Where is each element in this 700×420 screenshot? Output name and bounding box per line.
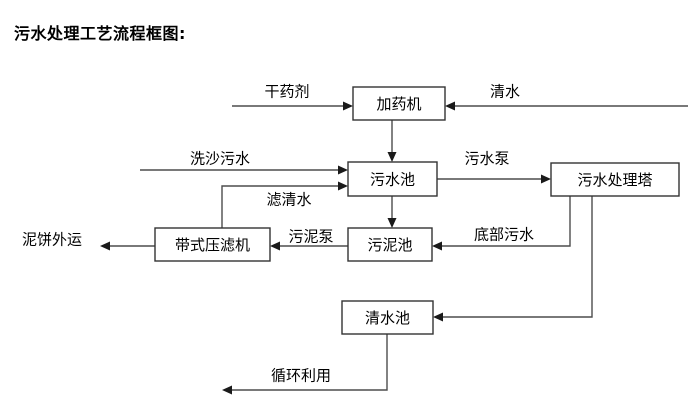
terminal-label-dry-agent: 干药剂 [264,83,309,101]
edge-belt-filter-press-to-mud-cake-out [100,241,155,251]
node-label-sewage-treatment-tower: 污水处理塔 [577,171,652,189]
edge-label-sludge-pump: 污泥泵 [288,228,333,246]
edge-treatment-tower-to-clean-water-pool [433,196,593,322]
edge-label-filtered-water: 滤清水 [266,191,311,209]
edge-sand-wash-sewage-to-sewage-pool [140,165,348,175]
edge-label-bottom-sewage: 底部污水 [474,226,534,244]
edge-sludge-pool-to-belt-filter-press [270,241,348,251]
node-label-sewage-pool: 污水池 [370,171,415,189]
edge-sewage-pool-to-sludge-pool [387,196,397,228]
edge-dry-agent-to-dosing-machine [232,101,353,111]
edge-filtered-water-to-sewage-pool [221,181,348,228]
node-clean-water-pool[interactable]: 清水池 [341,300,434,335]
terminal-label-mud-cake-out: 泥饼外运 [22,231,82,249]
page-title: 污水处理工艺流程框图: [14,24,186,43]
node-dosing-machine[interactable]: 加药机 [352,86,446,121]
node-sludge-pool[interactable]: 污泥池 [347,227,433,262]
node-label-dosing-machine: 加药机 [376,95,421,113]
edge-sewage-pool-to-treatment-tower [437,174,551,184]
node-belt-filter-press[interactable]: 带式压滤机 [154,227,271,262]
node-label-belt-filter-press: 带式压滤机 [175,236,250,254]
edge-treatment-tower-to-sludge-pool [432,196,571,251]
edge-clean-water-to-dosing-machine [445,101,688,111]
terminal-label-recycle-use: 循环利用 [271,367,331,385]
terminal-label-sand-wash-sewage: 洗沙污水 [190,150,250,168]
node-label-clean-water-pool: 清水池 [365,309,410,327]
edge-dosing-machine-to-sewage-pool [387,120,397,162]
terminal-label-clean-water-inlet: 清水 [490,83,520,101]
node-sewage-pool[interactable]: 污水池 [347,161,438,197]
edge-clean-water-pool-to-recycle [222,334,388,395]
node-label-sludge-pool: 污泥池 [367,236,412,254]
node-sewage-treatment-tower[interactable]: 污水处理塔 [550,162,680,197]
edge-label-sewage-pump: 污水泵 [464,150,509,168]
